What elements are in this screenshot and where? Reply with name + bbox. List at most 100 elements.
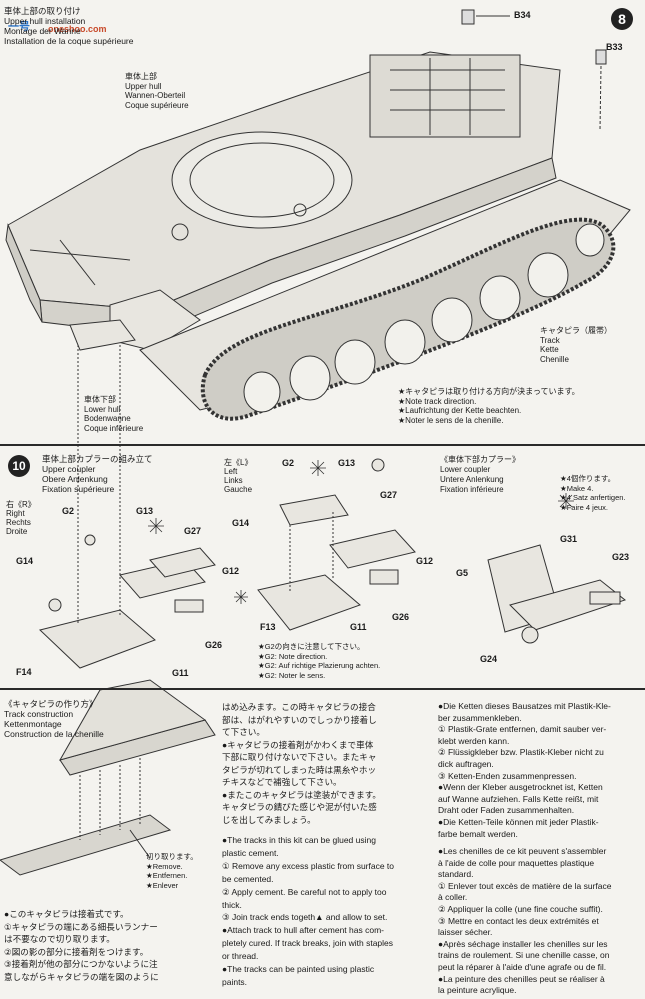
watermark-cn: 一号 [8,21,30,33]
part-g13-right: G13 [136,506,154,516]
lower-hull-label-jp: 車体下部 [84,395,116,404]
de-line-2: ber zusammenkleben. [438,712,522,723]
make-four-en: ★Make 4. [560,483,594,493]
remove-note-fr: ★Enlever [146,880,179,890]
en-line-12: paints. [222,976,248,987]
fr-line-3: standard. [438,869,474,880]
track-construction-title-jp: 《キャタピラの作り方》 [4,699,98,709]
track-direction-note-jp: ★キャタピラは取り付ける方向が決まっています。 [398,387,580,396]
de-line-12: farbe bemalt werden. [438,828,518,839]
part-g14-right: G14 [16,556,34,566]
part-g23: G23 [612,552,630,562]
track-label-de: Kette [540,345,559,354]
track-construction-title-en: Track construction [4,709,74,719]
step10-title-en: Upper coupler [42,464,96,474]
en-line-2: plastic cement. [222,847,279,858]
de-line-8: ●Wenn der Kleber ausgetrocknet ist, Kett… [438,782,603,793]
jp-mid-line-5: 下部に取り付けないで下さい。またキャ [222,752,377,762]
de-line-11: ●Die Ketten-Teile können mit jeder Plast… [438,816,599,827]
road-wheels [243,223,605,413]
g2-note-fr: ★G2: Noter le sens. [258,670,326,680]
en-line-9: pletely cured. If track breaks, join wit… [222,938,394,949]
part-f14: F14 [16,667,32,677]
en-line-1: ●The tracks in this kit can be glued usi… [222,835,376,845]
step10-number: 10 [8,455,30,477]
left-label-de: Links [224,476,243,485]
de-line-10: Draht oder Faden zusammenhalten. [438,805,575,816]
make-four-de: ★4 Satz anfertigen. [560,493,626,502]
part-g2-left: G2 [282,458,295,468]
track-links-drawing [0,679,216,876]
en-line-10: or thread. [222,951,259,962]
jp-left-line-4: ②図の影の部分に接着剤をつけます。 [4,946,149,957]
jp-mid-line-10: じを出してみましょう。 [222,814,316,825]
right-label-jp: 右《R》 [6,500,36,509]
lower-coupler-label-fr: Fixation inférieure [440,485,504,494]
upper-hull-label-de: Wannen-Oberteil [125,91,186,100]
g2-direction-note: ★G2の向きに注意して下さい。 ★G2: Note direction. ★G2… [258,642,380,680]
jp-mid-line-2: 部は、はがれやすいのでしっかり接着し [222,714,377,725]
lower-hull-label-de: Bodenwanne [84,414,131,423]
part-g12-left: G12 [416,556,434,566]
track-direction-note-en: ★Note track direction. [398,396,477,406]
de-line-4: klebt werden kann. [438,735,510,746]
section-divider-2 [0,688,645,690]
left-label-en: Left [224,467,238,476]
de-line-7: ③ Ketten-Enden zusammenpressen. [438,770,577,781]
watermark-domain: oneshoo.com [48,24,107,34]
fr-line-11: peut la réparer à l'aide d'une agrafe ou… [438,961,607,972]
part-g13-left: G13 [338,458,356,468]
part-b34: B34 [514,10,531,20]
fr-line-9: ●Après séchage installer les chenilles s… [438,938,608,949]
track-direction-note-fr: ★Noter le sens de la chenille. [398,415,504,425]
g2-note-en: ★G2: Note direction. [258,651,328,661]
fr-line-8: laisser sécher. [438,927,493,938]
lower-coupler-label-en: Lower coupler [440,465,491,474]
step10-title-de: Obere Anlenkung [42,474,108,484]
en-line-7: ③ Join track ends togeth▲ and allow to s… [222,912,388,923]
glue-stars [148,460,574,604]
lower-coupler-label-de: Untere Anlenkung [440,475,504,484]
de-line-6: dick auftragen. [438,758,494,769]
track-label-jp: キャタピラ（履帯） [540,326,612,335]
lower-coupler-label: 《車体下部カプラー》 Lower coupler Untere Anlenkun… [440,455,520,495]
track-label: キャタピラ（履帯） Track Kette Chenille [540,326,612,364]
track-construction-title-fr: Construction de la chenille [4,729,104,739]
fr-line-10: trains de roulement. Si une chenille cas… [438,950,610,961]
upper-hull-label-jp: 車体上部 [125,72,157,81]
left-label-jp: 左《L》 [224,458,253,467]
fr-line-12: ●La peinture des chenilles peut se réali… [438,973,605,984]
part-b33: B33 [606,42,623,52]
track-construction-title-de: Kettenmontage [4,719,62,729]
track-direction-note-de: ★Laufrichtung der Kette beachten. [398,406,522,415]
part-g31: G31 [560,534,578,544]
part-g14-left: G14 [232,518,250,528]
remove-note: 切り取ります。 ★Remove. ★Entfernen. ★Enlever [146,852,198,890]
jp-mid-line-4: ●キャタピラの接着剤がかわくまで車体 [222,739,374,750]
part-f13: F13 [260,622,276,632]
jp-mid-line-7: チキスなどで補強して下さい。 [222,777,342,787]
remove-note-en: ★Remove. [146,861,183,871]
right-label-en: Right [6,509,25,518]
remove-note-jp: 切り取ります。 [146,852,198,861]
step10-title: 車体上部カプラーの組み立て Upper coupler Obere Anlenk… [42,454,153,494]
jp-mid-line-9: キャタピラの錆びた感じや泥が付いた感 [222,802,377,812]
fr-line-2: à l'aide de colle pour maquettes plastiq… [438,857,595,868]
jp-instructions-left: ●このキャタピラは接着式です。 ①キャタピラの端にある細長いランナー は不要なの… [4,908,159,984]
part-g26-right: G26 [205,640,223,650]
step8-title-jp: 車体上部の取り付け [4,6,81,16]
part-g12-right: G12 [222,566,240,576]
jp-left-line-3: は不要なので切り取ります。 [4,934,115,945]
step8-title: 車体上部の取り付け Upper hull installation Montag… [4,6,133,46]
step10-title-jp: 車体上部カプラーの組み立て [42,454,153,464]
lower-hull-label: 車体下部 Lower hull Bodenwanne Coque inférie… [84,395,143,433]
track-direction-note: ★キャタピラは取り付ける方向が決まっています。 ★Note track dire… [398,387,580,425]
make-four-note: ★4個作ります。 ★Make 4. ★4 Satz anfertigen. ★F… [560,474,626,512]
track-construction-title: 《キャタピラの作り方》 Track construction Kettenmon… [4,699,104,739]
part-g27-left: G27 [380,490,398,500]
step8-title-fr: Installation de la coque supérieure [4,36,134,46]
jp-instructions-middle: はめ込みます。この時キャタピラの接合 部は、はがれやすいのでしっかり接着し て下… [222,701,381,826]
right-label-fr: Droite [6,527,28,536]
jp-left-line-1: ●このキャタピラは接着式です。 [4,909,129,919]
right-label-de: Rechts [6,518,31,527]
